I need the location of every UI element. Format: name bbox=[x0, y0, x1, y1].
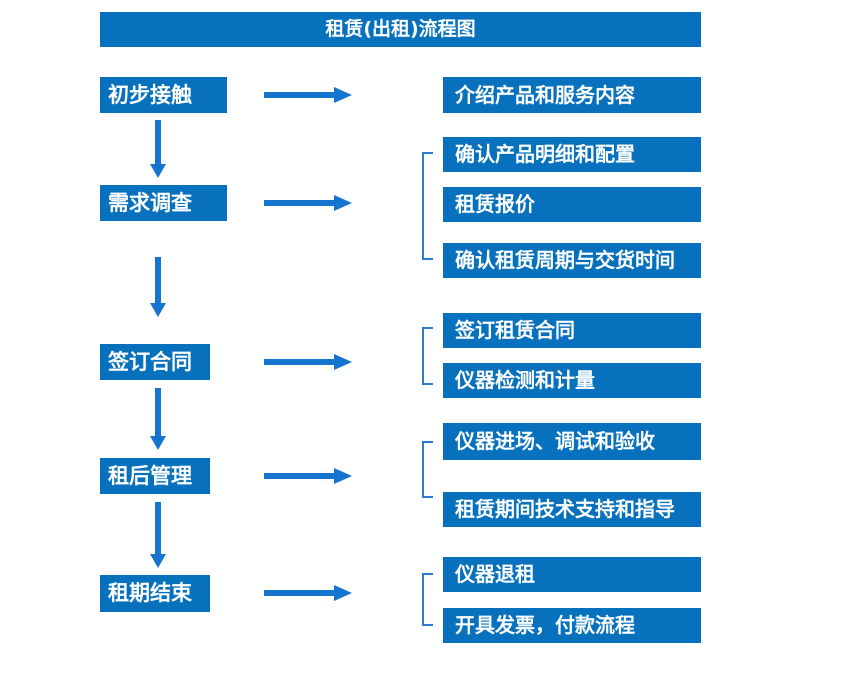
arrow-shaft bbox=[264, 473, 334, 479]
right-arrow-icon-5 bbox=[264, 585, 352, 601]
output-box-rental-quote: 租赁报价 bbox=[443, 187, 701, 222]
output-box-confirm-rental-period: 确认租赁周期与交货时间 bbox=[443, 243, 701, 278]
arrow-shaft bbox=[264, 359, 334, 365]
step-box-demand-survey: 需求调查 bbox=[100, 185, 227, 221]
bracket-group-sign-contract bbox=[422, 327, 433, 385]
output-box-introduce-products: 介绍产品和服务内容 bbox=[443, 77, 701, 113]
output-box-instrument-inspection: 仪器检测和计量 bbox=[443, 363, 701, 398]
bracket-group-post-rental bbox=[422, 441, 433, 498]
arrow-head bbox=[334, 354, 352, 370]
arrow-head bbox=[150, 303, 166, 317]
output-box-instrument-setup: 仪器进场、调试和验收 bbox=[443, 423, 701, 460]
arrow-shaft bbox=[264, 200, 334, 206]
output-box-confirm-product-details: 确认产品明细和配置 bbox=[443, 137, 701, 172]
bracket-group-demand-survey bbox=[422, 152, 433, 260]
output-box-technical-support: 租赁期间技术支持和指导 bbox=[443, 492, 701, 527]
output-box-sign-rental-contract: 签订租赁合同 bbox=[443, 313, 701, 348]
arrow-head bbox=[334, 195, 352, 211]
step-box-initial-contact: 初步接触 bbox=[100, 77, 227, 113]
arrow-head bbox=[334, 585, 352, 601]
right-arrow-icon-1 bbox=[264, 87, 352, 103]
step-box-sign-contract: 签订合同 bbox=[100, 344, 210, 380]
output-box-invoice-payment: 开具发票，付款流程 bbox=[443, 608, 701, 643]
right-arrow-icon-4 bbox=[264, 468, 352, 484]
down-arrow-icon-3 bbox=[150, 388, 166, 450]
down-arrow-icon-2 bbox=[150, 257, 166, 317]
step-box-post-rental-management: 租后管理 bbox=[100, 458, 210, 494]
arrow-head bbox=[150, 554, 166, 568]
arrow-head bbox=[334, 468, 352, 484]
arrow-shaft bbox=[264, 92, 334, 98]
bracket-group-rental-end bbox=[422, 573, 433, 626]
arrow-head bbox=[150, 436, 166, 450]
arrow-head bbox=[150, 164, 166, 178]
output-box-instrument-return: 仪器退租 bbox=[443, 557, 701, 592]
arrow-shaft bbox=[155, 257, 161, 303]
right-arrow-icon-3 bbox=[264, 354, 352, 370]
arrow-shaft bbox=[155, 120, 161, 164]
right-arrow-icon-2 bbox=[264, 195, 352, 211]
arrow-shaft bbox=[155, 502, 161, 554]
step-box-rental-end: 租期结束 bbox=[100, 575, 210, 612]
down-arrow-icon-1 bbox=[150, 120, 166, 178]
down-arrow-icon-4 bbox=[150, 502, 166, 568]
arrow-shaft bbox=[264, 590, 334, 596]
flowchart-title: 租赁(出租)流程图 bbox=[100, 12, 701, 47]
arrow-shaft bbox=[155, 388, 161, 436]
arrow-head bbox=[334, 87, 352, 103]
